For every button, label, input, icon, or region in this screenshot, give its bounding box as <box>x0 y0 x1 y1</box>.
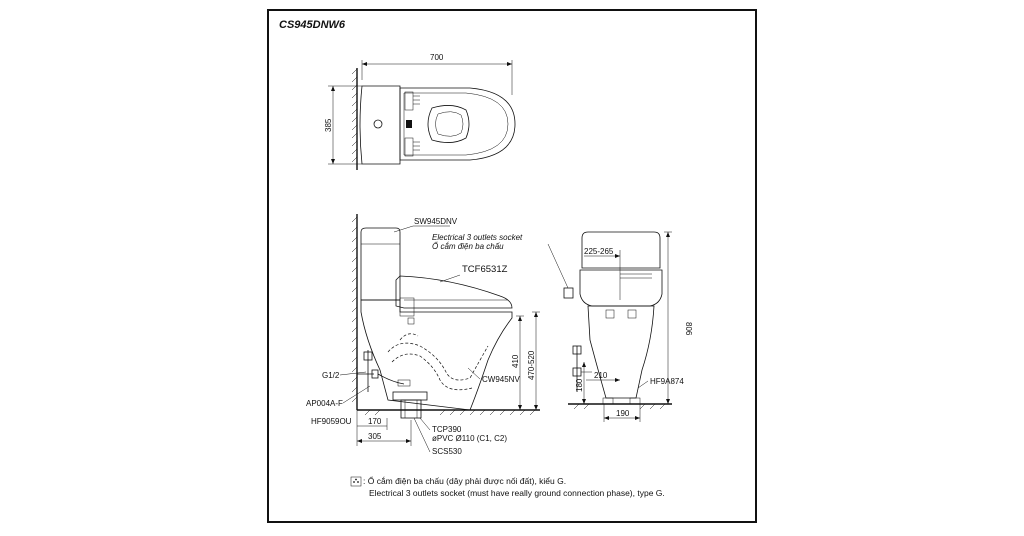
dim-225-265: 225-265 <box>584 247 614 256</box>
side-view: 470-520 410 170 305 SW945DNV Electrical … <box>306 214 574 456</box>
dim-806: 806 <box>684 322 693 336</box>
note-line-1: : Ổ cắm điện ba chấu (dây phải được nối … <box>363 475 566 486</box>
dim-305: 305 <box>368 432 382 441</box>
notes: : Ổ cắm điện ba chấu (dây phải được nối … <box>350 475 665 498</box>
socket-symbol-icon <box>350 476 362 487</box>
label-seat: TCF6531Z <box>462 264 508 275</box>
dim-210: 210 <box>594 371 608 380</box>
label-g12: G1/2 <box>322 371 340 380</box>
label-socket-vi: Ổ cắm điện ba chấu <box>432 242 504 251</box>
dim-470-520: 470-520 <box>527 350 536 380</box>
dim-180: 180 <box>575 378 584 392</box>
label-socket-en: Electrical 3 outlets socket <box>432 233 523 242</box>
label-hf9a: HF9A874 <box>650 377 684 386</box>
dim-170: 170 <box>368 417 382 426</box>
model-title: CS945DNW6 <box>279 19 346 31</box>
label-tank: SW945DNV <box>414 217 458 226</box>
top-view: 700 385 <box>324 53 516 170</box>
front-view: 225-265 806 210 180 190 HF9A874 <box>568 231 693 422</box>
dim-385: 385 <box>324 118 333 132</box>
label-scs: SCS530 <box>432 447 462 456</box>
note-line-2: Electrical 3 outlets socket (must have r… <box>369 488 665 498</box>
dim-410: 410 <box>511 354 520 368</box>
dim-700: 700 <box>430 53 444 62</box>
label-tcp: TCP390 <box>432 425 462 434</box>
label-bowl: CW945NV <box>482 375 520 384</box>
label-ap004: AP004A-F <box>306 399 343 408</box>
label-pvc: øPVC Ø110 (C1, C2) <box>432 434 507 443</box>
label-hf9059: HF9059OU <box>311 417 352 426</box>
dim-190: 190 <box>616 409 630 418</box>
